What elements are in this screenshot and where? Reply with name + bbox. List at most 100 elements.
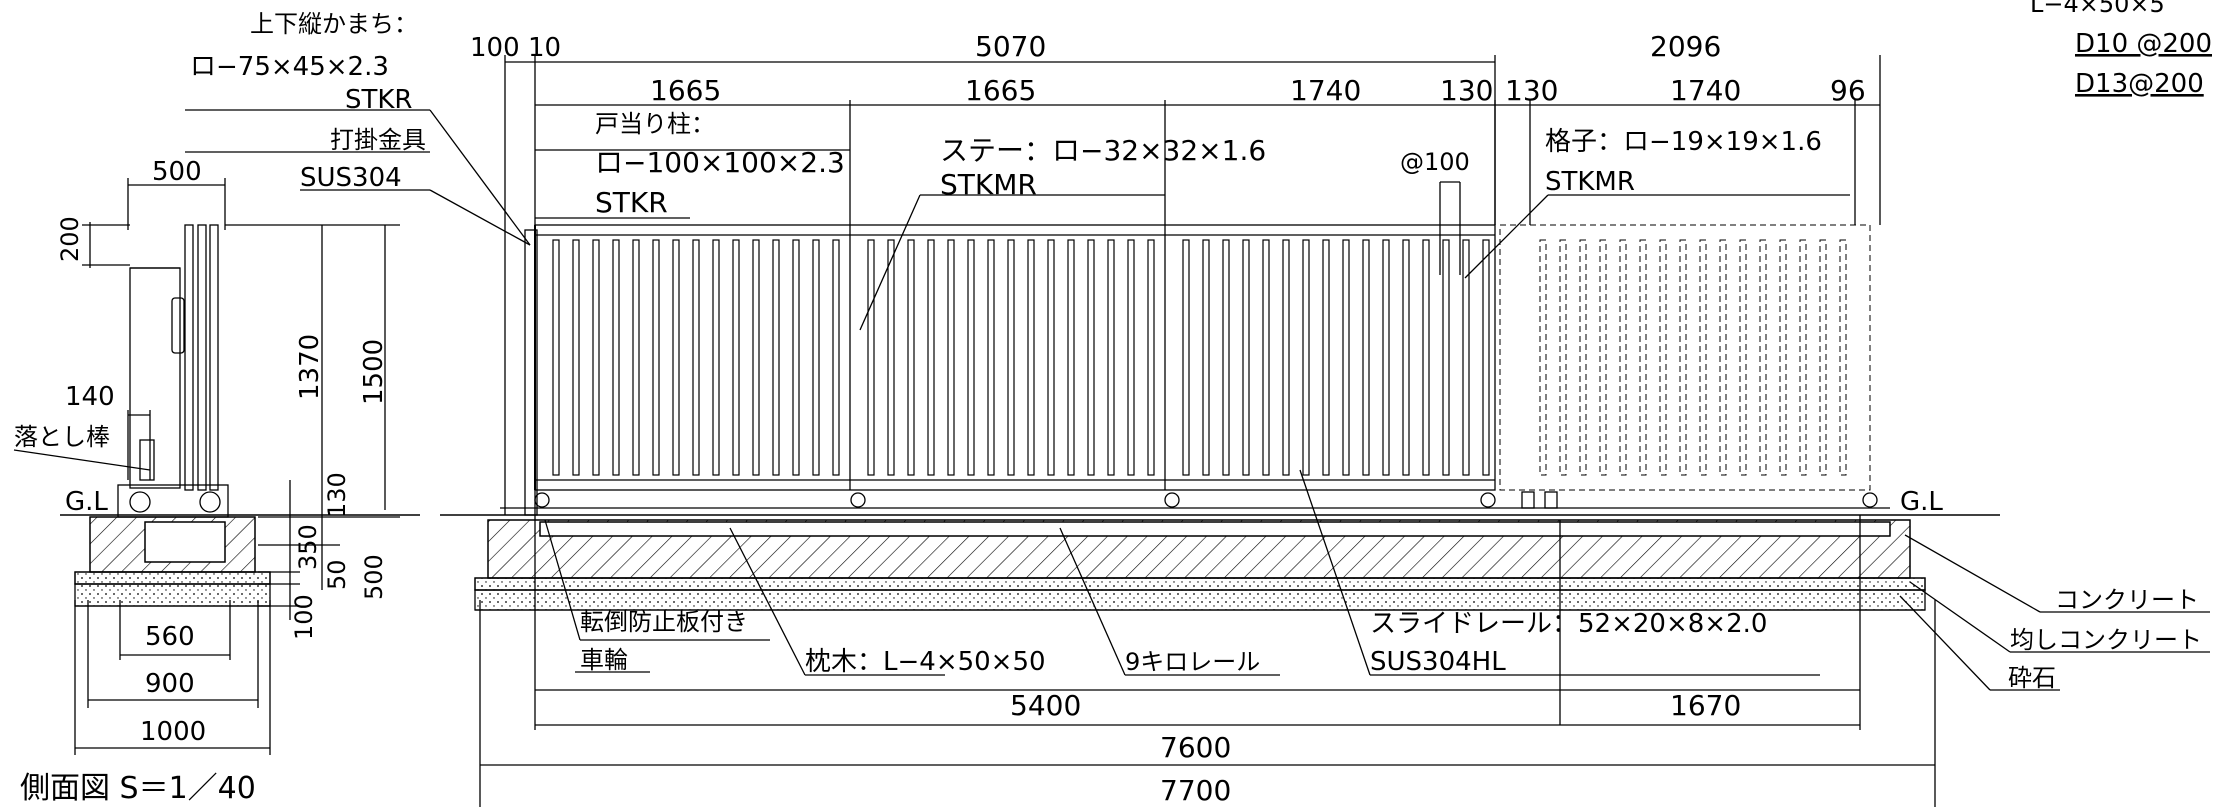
lattice-bar (572, 239, 580, 476)
gl-label-side: G.L (65, 487, 108, 517)
rail-label: 上下縦かまち： (250, 10, 418, 38)
lattice-bar (1027, 239, 1035, 476)
lattice-bar (1462, 239, 1470, 476)
ghost-bar (1539, 239, 1547, 476)
lattice-bar (692, 239, 700, 476)
dim-1665-a: 1665 (650, 74, 721, 107)
sleeper-label: 枕木：L−4×50×50 (805, 647, 1046, 677)
dim-900: 900 (145, 669, 195, 699)
lattice-bar (812, 239, 820, 476)
ghost-bar (1819, 239, 1827, 476)
front-view-text: 100 10 5070 2096 1665 1665 1740 130 130 … (470, 30, 2202, 807)
ghost-bar (1659, 239, 1667, 476)
stay-material: STKMR (940, 168, 1037, 201)
lattice-bar (1202, 239, 1210, 476)
dim-100-top: 100 (470, 33, 520, 63)
ghost-bar (1639, 239, 1647, 476)
corner-notes: L−4×50×5 D10 @200 D13@200 (2030, 0, 2212, 99)
stopper-post-spec: ロ−100×100×2.3 (595, 146, 845, 179)
lattice-bar (672, 239, 680, 476)
lattice-bar (832, 239, 840, 476)
dim-130-a: 130 (1440, 74, 1493, 107)
wheel-label-2: 車輪 (580, 646, 628, 674)
lattice-bar (1282, 239, 1290, 476)
dim-350: 350 (294, 524, 322, 570)
ghost-bar (1559, 239, 1567, 476)
rail-material: STKR (345, 85, 413, 115)
dim-1500: 1500 (359, 339, 389, 405)
lattice-bar (1147, 239, 1155, 476)
lattice-bar (552, 239, 560, 476)
lattice-bar (1127, 239, 1135, 476)
lattice-bar (1402, 239, 1410, 476)
ghost-bar (1579, 239, 1587, 476)
dim-100: 100 (290, 594, 318, 640)
lattice-bar (732, 239, 740, 476)
dim-50: 50 (323, 559, 351, 590)
ghost-bar (1679, 239, 1687, 476)
lattice-bar (772, 239, 780, 476)
lattice-bar (1342, 239, 1350, 476)
side-view (13, 109, 531, 755)
slide-rail-material: SUS304HL (1370, 647, 1506, 677)
lattice-bar (1222, 239, 1230, 476)
ghost-bar (1699, 239, 1707, 476)
wheel-label-1: 転倒防止板付き (580, 608, 748, 636)
dim-560: 560 (145, 622, 195, 652)
ghost-bar (1739, 239, 1747, 476)
lattice-bar (947, 239, 955, 476)
lattice-spec: 格子：ロ−19×19×1.6 (1545, 127, 1822, 157)
lattice-bar (1362, 239, 1370, 476)
dim-500-v: 500 (360, 554, 388, 600)
lattice-bar (1422, 239, 1430, 476)
lattice-bar (1442, 239, 1450, 476)
lattice-bar (927, 239, 935, 476)
dim-500: 500 (152, 157, 202, 187)
lattice-bar (887, 239, 895, 476)
slide-rail-spec: スライドレール：52×20×8×2.0 (1370, 609, 1767, 639)
ghost-bar (1759, 239, 1767, 476)
latch-label: 打掛金具 (330, 126, 426, 154)
stopper-post-material: STKR (595, 186, 668, 219)
lattice-bar (1007, 239, 1015, 476)
dim-7600: 7600 (1160, 731, 1231, 764)
gl-label-front: G.L (1900, 487, 1943, 517)
dim-7700: 7700 (1160, 774, 1231, 807)
lattice-bar (1067, 239, 1075, 476)
dim-200: 200 (56, 216, 84, 262)
ghost-bar (1599, 239, 1607, 476)
drop-rod-label: 落とし棒 (14, 423, 110, 451)
leveling-concrete-label: 均しコンクリート (2010, 626, 2202, 654)
dim-10-top: 10 (528, 33, 561, 63)
dim-1670: 1670 (1670, 689, 1741, 722)
side-view-text: 上下縦かまち： ロ−75×45×2.3 STKR 打掛金具 SUS304 500… (14, 10, 426, 806)
latch-material: SUS304 (300, 163, 402, 193)
angle-note: L−4×50×5 (2030, 0, 2165, 18)
lattice-bar (1262, 239, 1270, 476)
dim-1370: 1370 (295, 334, 325, 400)
lattice-bar (1087, 239, 1095, 476)
front-view (504, 55, 1881, 516)
dim-130-b: 130 (1505, 74, 1558, 107)
ghost-bar (1779, 239, 1787, 476)
lattice-bar (612, 239, 620, 476)
rebar-d13: D13@200 (2075, 69, 2204, 99)
ghost-bar (1839, 239, 1847, 476)
lattice-bar (1302, 239, 1310, 476)
rail-spec: ロ−75×45×2.3 (190, 52, 389, 82)
stay-spec: ステー：ロ−32×32×1.6 (940, 134, 1266, 167)
dim-5070: 5070 (975, 30, 1046, 63)
lattice-bar (967, 239, 975, 476)
lattice-bars (552, 239, 1490, 476)
dim-1740-a: 1740 (1290, 74, 1361, 107)
dim-5400: 5400 (1010, 689, 1081, 722)
lattice-bar (987, 239, 995, 476)
open-position-ghost (1499, 224, 1871, 491)
dim-1000: 1000 (140, 717, 206, 747)
lattice-bar (792, 239, 800, 476)
ghost-bar (1799, 239, 1807, 476)
crushed-stone-label: 砕石 (2008, 664, 2056, 692)
dim-1665-b: 1665 (965, 74, 1036, 107)
lattice-bar (1182, 239, 1190, 476)
lattice-bar (1322, 239, 1330, 476)
